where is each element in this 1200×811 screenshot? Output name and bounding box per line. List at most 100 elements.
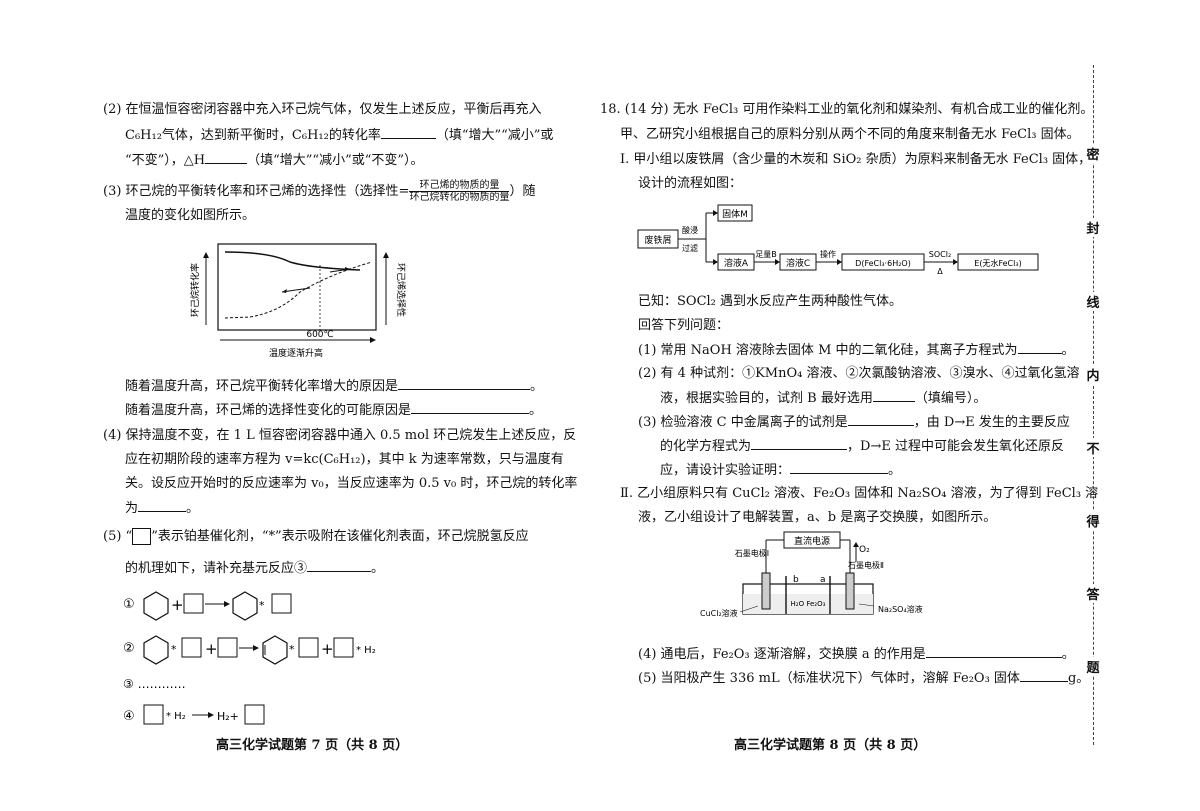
seal-char: 不 <box>1085 438 1101 457</box>
q3-line2: 温度的变化如图所示。 <box>125 208 256 223</box>
svg-text:SOCl₂: SOCl₂ <box>929 250 951 259</box>
arrowhead-icon <box>370 337 376 343</box>
sub-q4: (4) 通电后，Fe₂O₃ 逐渐溶解，交换膜 a 的作用是。 <box>638 646 1075 662</box>
electrode-i <box>761 572 771 610</box>
arrowhead-icon <box>282 289 287 293</box>
q4-line2: 应在初期阶段的速率方程为 v=kc(C₆H₁₂)，其中 k 为速率常数，只与温度… <box>125 452 564 467</box>
sub-q2-line2: 液，根据实验目的，试剂 B 最好选用（填编号）。 <box>660 390 987 406</box>
arrowhead-icon <box>203 252 209 258</box>
cyclohexyl-icon <box>262 635 288 665</box>
q18-line2: 甲、乙研究小组根据自己的原料分别从两个不同的角度来制备无水 FeCl₃ 固体。 <box>620 127 1080 142</box>
svg-text:* H₂: * H₂ <box>166 711 186 722</box>
answer-blank[interactable] <box>307 560 372 572</box>
exam-page-8: 18. (14 分) 无水 FeCl₃ 可用作染料工业的氧化剂和媒染剂、有机合成… <box>600 0 1098 811</box>
arrowhead-icon <box>345 267 350 271</box>
answer-blank[interactable] <box>380 127 436 139</box>
svg-text:酸浸: 酸浸 <box>682 225 698 235</box>
svg-text:+: + <box>171 596 184 614</box>
graph-frame <box>217 243 377 331</box>
catalyst-box-icon <box>217 637 238 658</box>
answer-blank[interactable] <box>1017 342 1062 354</box>
q3-ans2: 随着温度升高，环己烯的选择性变化的可能原因是。 <box>125 402 543 418</box>
flow-box-solid-m <box>717 204 753 222</box>
q18-part2-line2: 液，乙小组设计了电解装置，a、b 是离子交换膜，如图所示。 <box>638 510 997 525</box>
svg-text:Δ: Δ <box>937 267 943 276</box>
left-arrow-icon <box>281 287 311 293</box>
arrowhead-icon <box>383 252 389 258</box>
svg-text:溶液C: 溶液C <box>786 257 810 269</box>
na2so4-label: Na₂SO₄溶液 <box>878 604 923 614</box>
step-3-label: ③ ………… <box>123 677 186 691</box>
answer-blank[interactable] <box>138 500 187 512</box>
arrow-icon <box>253 645 259 651</box>
answer-blank[interactable] <box>872 390 915 402</box>
svg-text:+: + <box>205 640 218 658</box>
exam-page-7: (2) 在恒温恒容密闭容器中充入环己烷气体，仅发生上述反应，平衡后再充入 C₆H… <box>103 102 578 753</box>
electrode-ii <box>845 572 855 610</box>
svg-text:*: * <box>171 643 177 656</box>
answer-blank[interactable] <box>398 378 531 390</box>
answer-blank[interactable] <box>790 462 889 474</box>
svg-text:+: + <box>321 640 334 658</box>
svg-text:溶液A: 溶液A <box>724 257 749 269</box>
cyclohexane-icon <box>143 591 169 621</box>
q4-line4: 为。 <box>125 500 200 516</box>
y-axis-right-label: 环己烯选择性 <box>395 263 407 317</box>
arrow-icon <box>224 601 230 607</box>
catalyst-box-icon <box>271 593 292 614</box>
q4-line3: 关。设反应开始时的反应速率为 v₀，当反应速率为 0.5 v₀ 时，环己烷的转化… <box>125 476 578 491</box>
q5-line2: 的机理如下，请补充基元反应③。 <box>125 560 385 576</box>
electrode-ii-label: 石墨电极Ⅱ <box>848 560 884 570</box>
tick-600c: 600℃ <box>306 330 333 340</box>
arrow-icon <box>775 259 780 265</box>
svg-text:O₂: O₂ <box>859 545 870 555</box>
answer-blank[interactable] <box>847 414 914 426</box>
page-8-footer: 高三化学试题第 8 页（共 8 页） <box>734 738 927 753</box>
gas-arrow-icon <box>853 542 859 547</box>
svg-text:E(无水FeCl₃): E(无水FeCl₃) <box>974 258 1021 268</box>
seal-char: 答 <box>1085 584 1101 603</box>
answer-blank[interactable] <box>751 438 848 450</box>
answer-blank[interactable] <box>205 152 248 164</box>
seal-dashed-line <box>1093 65 1094 745</box>
seal-char: 密 <box>1085 144 1101 163</box>
svg-text:b: b <box>793 575 799 585</box>
flow-box-e <box>957 253 1039 271</box>
sub-q2-line1: (2) 有 4 种试剂：①KMnO₄ 溶液、②次氯酸钠溶液、③溴水、④过氧化氢溶 <box>638 366 1080 381</box>
answer-prompt: 回答下列问题： <box>638 318 730 333</box>
seal-char: 封 <box>1085 218 1101 237</box>
answer-blank[interactable] <box>1019 670 1068 682</box>
arrow-icon <box>953 259 958 265</box>
q5-line1: (5) “”表示铂基催化剂，“*”表示吸附在该催化剂表面，环己烷脱氢反应 <box>103 528 529 545</box>
svg-text:*: * <box>289 643 295 656</box>
svg-text:a: a <box>820 575 826 585</box>
svg-text:*: * <box>259 599 265 612</box>
mechanism-steps: ① + * ② * + * + * H₂ ③ ………… ④ * H₂ H₂+ <box>123 591 376 725</box>
arrow-icon <box>713 259 718 265</box>
conversion-curve <box>224 251 361 271</box>
electrode-i-label: 石墨电极Ⅰ <box>735 548 769 558</box>
arrow-icon <box>713 210 718 216</box>
sub-q3-line2: 的化学方程式为，D→E 过程中可能会发生氧化还原反 <box>660 438 1064 454</box>
cyclohexane-icon <box>143 635 169 665</box>
electrolysis-cell-diagram: 直流电源 O₂ 石墨电极Ⅰ 石墨电极Ⅱ b a H₂O Fe₂O₃ CuCl₂溶… <box>700 531 923 618</box>
known-info: 已知：SOCl₂ 遇到水反应产生两种酸性气体。 <box>638 294 903 309</box>
answer-blank[interactable] <box>925 646 1062 658</box>
svg-text:H₂+: H₂+ <box>217 710 239 723</box>
q18-line1: 18. (14 分) 无水 FeCl₃ 可用作染料工业的氧化剂和媒染剂、有机合成… <box>600 102 1094 117</box>
catalyst-box-icon <box>333 637 354 658</box>
q2-line1: (2) 在恒温恒容密闭容器中充入环己烷气体，仅发生上述反应，平衡后再充入 <box>103 102 542 117</box>
seal-char: 得 <box>1085 511 1101 530</box>
svg-text:废铁屑: 废铁屑 <box>644 234 671 246</box>
conversion-selectivity-graph: 环己烷转化率 环己烯选择性 600℃ 温度逐渐升高 <box>189 243 407 359</box>
y-axis-left-label: 环己烷转化率 <box>189 263 201 317</box>
q18-part1-line2: 设计的流程如图： <box>638 176 743 191</box>
seal-char: 内 <box>1085 365 1101 384</box>
answer-blank[interactable] <box>411 402 530 414</box>
step-1-label: ① <box>123 597 135 612</box>
svg-text:H₂O Fe₂O₃: H₂O Fe₂O₃ <box>791 600 826 608</box>
step-2-label: ② <box>123 641 135 656</box>
catalyst-box-icon <box>132 528 152 545</box>
q3-line1: (3) 环己烷的平衡转化率和环己烯的选择性（选择性=环己烯的物质的量环己烷转化的… <box>103 180 536 203</box>
